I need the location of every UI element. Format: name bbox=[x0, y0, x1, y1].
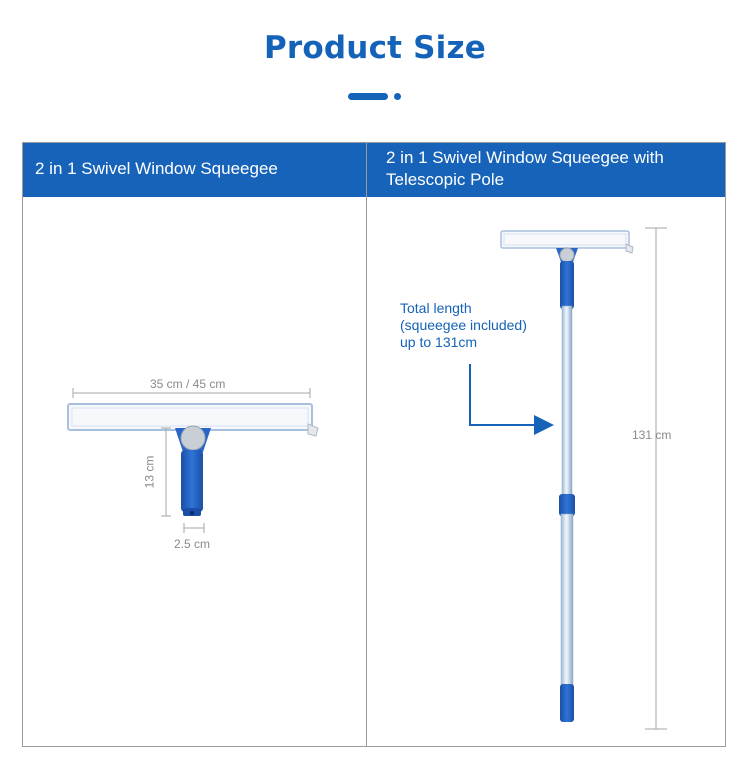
dimension-lines-left bbox=[72, 388, 311, 533]
title-underline-dot bbox=[394, 93, 401, 100]
squeegee-clip bbox=[307, 423, 319, 437]
dimension-line-total bbox=[645, 227, 667, 730]
title-underline-bar bbox=[348, 93, 388, 100]
callout-line: up to 131cm bbox=[400, 334, 478, 350]
callout-line: Total length bbox=[400, 300, 472, 316]
squeegee-pole-illustration bbox=[500, 230, 634, 722]
column-squeegee: 2 in 1 Swivel Window Squeegee bbox=[23, 143, 367, 746]
handle-height-label: 13 cm bbox=[142, 455, 157, 489]
callout-line: (squeegee included) bbox=[400, 317, 527, 333]
column-header-squeegee: 2 in 1 Swivel Window Squeegee bbox=[23, 143, 366, 197]
page-title: Product Size bbox=[264, 30, 486, 66]
squeegee-illustration bbox=[67, 403, 319, 516]
total-length-callout: Total length (squeegee included) up to 1… bbox=[400, 300, 527, 351]
blade-width-label: 35 cm / 45 cm bbox=[150, 377, 226, 391]
squeegee-handle bbox=[181, 450, 203, 512]
handle-width-label: 2.5 cm bbox=[174, 537, 211, 551]
telescopic-pole-upper bbox=[561, 305, 573, 497]
total-height-label: 131 cm bbox=[632, 428, 672, 442]
product-size-table: 2 in 1 Swivel Window Squeegee 2 in 1 Swi… bbox=[22, 142, 726, 747]
column-header-squeegee-with-pole: 2 in 1 Swivel Window Squeegee with Teles… bbox=[367, 143, 725, 197]
callout-arrow bbox=[469, 364, 554, 435]
column-squeegee-with-pole: 2 in 1 Swivel Window Squeegee with Teles… bbox=[367, 143, 725, 746]
telescopic-pole-lower bbox=[560, 513, 574, 687]
